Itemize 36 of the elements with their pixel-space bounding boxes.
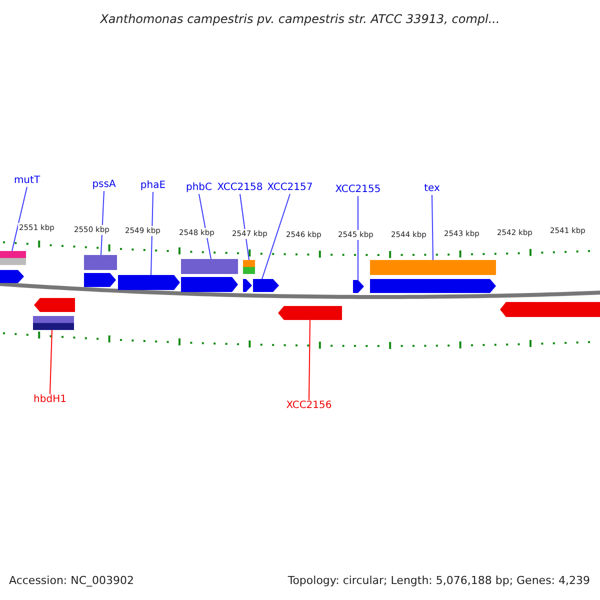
gene-label: XCC2155 [335, 184, 381, 196]
gene-label: phaE [140, 180, 166, 192]
gene-feature [0, 270, 24, 283]
gene-label: XCC2158 [217, 182, 263, 194]
gene-label: phbC [186, 182, 212, 194]
genome-stats-text: Topology: circular; Length: 5,076,188 bp; Genes: 4,239 [288, 575, 590, 586]
gene-feature [34, 298, 75, 312]
gene-feature [370, 279, 496, 293]
leader-line [308, 320, 310, 400]
accession-text: Accession: NC_003902 [9, 575, 134, 586]
feature-bar [243, 267, 255, 274]
gene-label: pssA [92, 179, 116, 191]
feature-bar [33, 316, 74, 323]
title: Xanthomonas campestris pv. campestris str. ATCC 33913, compl... [99, 13, 501, 25]
feature-bar [370, 260, 496, 275]
feature-bar [0, 251, 26, 258]
leader-line [150, 192, 154, 276]
feature-bar [84, 255, 117, 270]
gene-label: XCC2156 [286, 400, 332, 412]
leader-line [262, 194, 290, 280]
gene-feature [353, 280, 364, 293]
gene-feature [181, 277, 238, 292]
feature-bar [0, 258, 26, 265]
gene-feature [118, 275, 180, 290]
leader-line [432, 194, 434, 260]
gene-feature [84, 273, 116, 287]
gene-feature [278, 306, 342, 320]
leader-line [50, 330, 52, 394]
gene-label: XCC2157 [267, 182, 313, 194]
gene-label: hbdH1 [34, 394, 66, 406]
gene-label: tex [424, 183, 440, 195]
gene-label: mutT [14, 175, 40, 187]
gene-feature [500, 302, 600, 317]
feature-bar [33, 323, 74, 330]
feature-bar [181, 259, 238, 274]
feature-bar [243, 260, 255, 267]
